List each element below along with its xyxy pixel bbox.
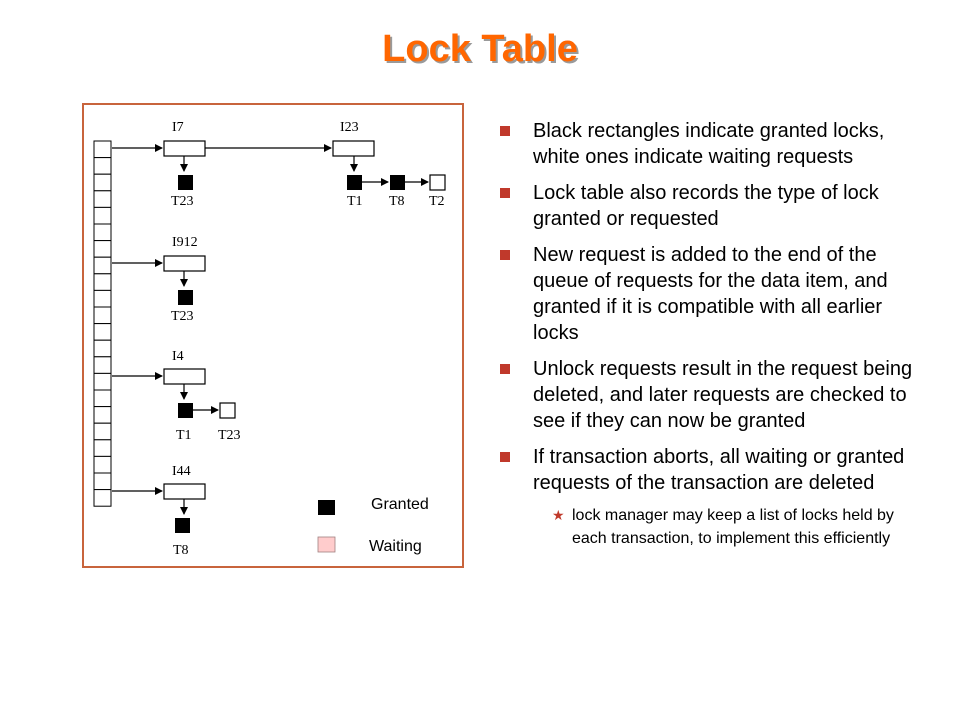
legend-waiting-swatch [317,536,336,553]
bullet-item: Unlock requests result in the request be… [496,356,916,434]
transaction-label: T23 [171,309,194,324]
item-box [163,255,206,272]
lock-table-diagram: I7 T23 I23 T1 T8 T2 I912 [93,120,446,558]
transaction-label: T1 [347,194,363,209]
granted-lock [178,403,193,418]
lock-item-I23: I23 T1 T8 T2 [332,120,446,209]
granted-lock [178,290,193,305]
hash-bucket-cell [93,157,112,175]
hash-bucket-cell [93,323,112,341]
bullet-text: If transaction aborts, all waiting or gr… [533,446,905,494]
legend: Granted Waiting [317,496,429,555]
bullet-marker [500,364,510,374]
bullet-text: Lock table also records the type of lock… [533,182,879,230]
lock-item-I4: I4 T1 T23 [112,349,241,443]
hash-bucket-cell [93,206,112,225]
bullet-text: New request is added to the end of the q… [533,244,888,344]
hash-bucket-cell [93,240,112,258]
item-label-I7: I7 [172,120,184,135]
hash-bucket-cell [93,389,112,408]
bullet-marker [500,452,510,462]
hash-table-column [93,140,112,507]
item-label-I44: I44 [172,464,191,479]
star-icon: ★ [552,507,565,523]
lock-item-I912: I912 T23 [112,235,206,324]
hash-bucket-cell [93,339,112,358]
bullet-marker [500,188,510,198]
item-label-I23: I23 [340,120,359,135]
item-label-I912: I912 [172,235,198,250]
hash-bucket-cell [93,455,112,474]
legend-waiting-label: Waiting [369,538,422,555]
hash-bucket-cell [93,306,112,325]
item-box [163,483,206,500]
lock-item-I7: I7 T23 [112,120,332,209]
hash-bucket-cell [93,190,112,208]
transaction-label: T2 [429,194,445,209]
bullet-item: New request is added to the end of the q… [496,242,916,346]
granted-lock [178,175,193,190]
hash-bucket-cell [93,422,112,441]
hash-bucket-cell [93,472,112,491]
lock-table-figure: I7 T23 I23 T1 T8 T2 I912 [82,103,464,568]
bullet-text: Unlock requests result in the request be… [533,358,913,432]
hash-bucket-cell [93,140,112,159]
hash-bucket-cell [93,439,112,457]
hash-bucket-cell [93,489,112,507]
hash-bucket-cell [93,173,112,192]
sub-bullet-item: ★ lock manager may keep a list of locks … [496,504,916,550]
lock-item-I44: I44 T8 [112,464,206,558]
slide-title: Lock Table [382,28,578,70]
waiting-lock [219,402,236,419]
item-box [332,140,375,157]
bullet-text: Black rectangles indicate granted locks,… [533,120,885,168]
transaction-label: T8 [389,194,405,209]
hash-bucket-cell [93,256,112,275]
hash-bucket-cell [93,289,112,308]
hash-bucket-cell [93,356,112,374]
hash-bucket-cell [93,273,112,291]
bullet-item: Lock table also records the type of lock… [496,180,916,232]
legend-granted-swatch [318,500,335,515]
transaction-label: T23 [218,428,241,443]
item-box [163,140,206,157]
granted-lock [347,175,362,190]
hash-bucket-cell [93,406,112,424]
hash-bucket-cell [93,223,112,242]
waiting-lock [429,174,446,191]
granted-lock [390,175,405,190]
item-box [163,368,206,385]
granted-lock [175,518,190,533]
bullet-marker [500,126,510,136]
transaction-label: T23 [171,194,194,209]
sub-bullet-text: lock manager may keep a list of locks he… [572,507,894,547]
hash-bucket-cell [93,372,112,391]
bullet-item: Black rectangles indicate granted locks,… [496,118,916,170]
legend-granted-label: Granted [371,496,429,513]
item-label-I4: I4 [172,349,184,364]
bullet-marker [500,250,510,260]
transaction-label: T1 [176,428,192,443]
transaction-label: T8 [173,543,189,558]
bullet-list: Black rectangles indicate granted locks,… [496,118,916,550]
bullet-item: If transaction aborts, all waiting or gr… [496,444,916,496]
